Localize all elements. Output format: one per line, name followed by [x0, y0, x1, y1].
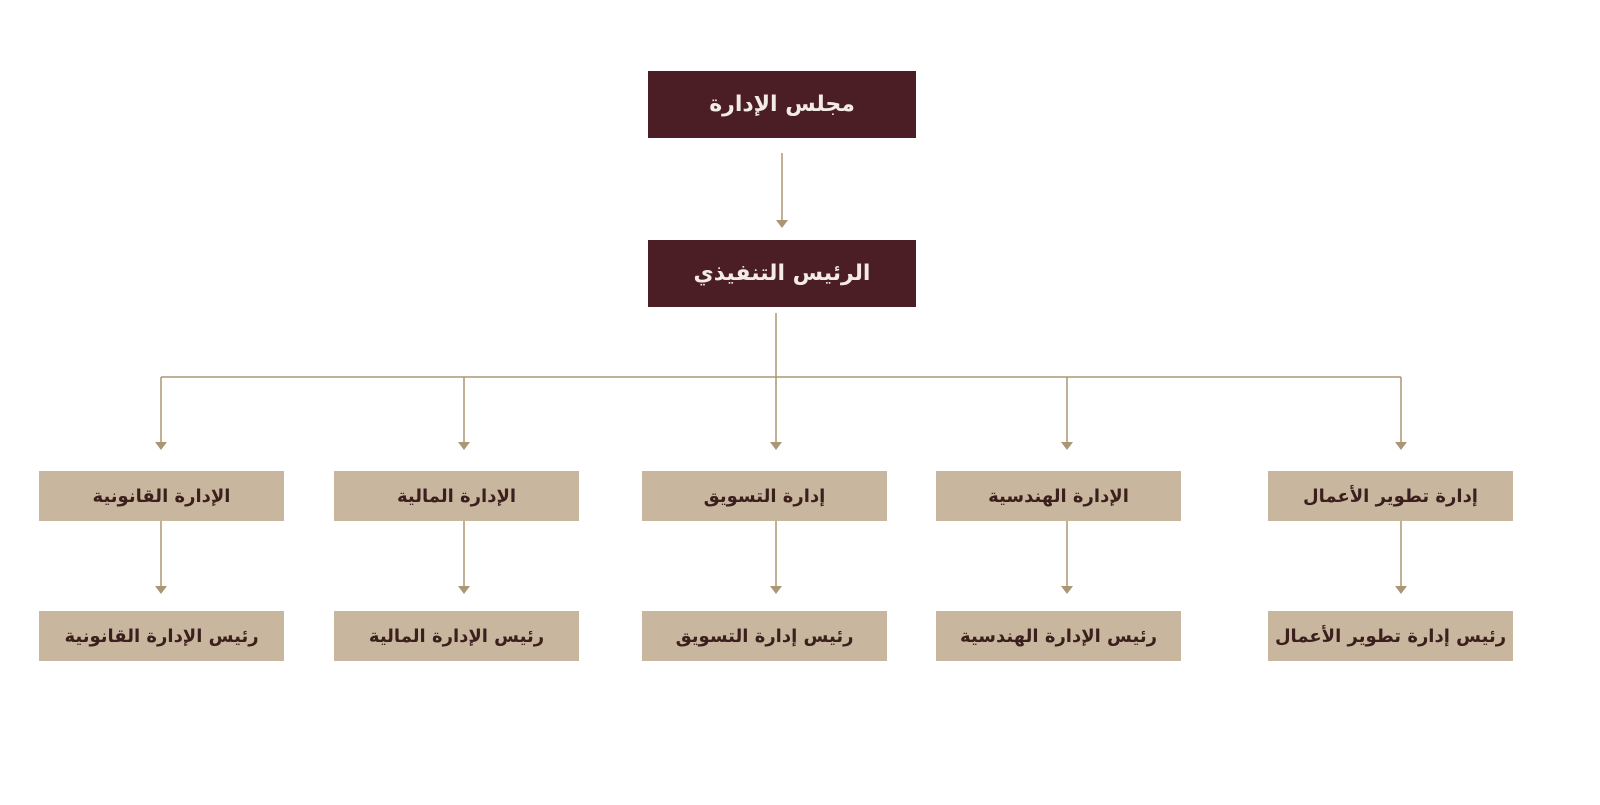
head-box-finance: رئيس الإدارة المالية: [334, 611, 579, 661]
department-box-legal: الإدارة القانونية: [39, 471, 284, 521]
head-box-marketing: رئيس إدارة التسويق: [642, 611, 887, 661]
arrow-down-icon: [1395, 442, 1407, 450]
arrow-down-icon: [776, 220, 788, 228]
head-box-legal: رئيس الإدارة القانونية: [39, 611, 284, 661]
arrow-down-icon: [155, 442, 167, 450]
department-box-marketing: إدارة التسويق: [642, 471, 887, 521]
arrow-down-icon: [1395, 586, 1407, 594]
arrow-down-icon: [155, 586, 167, 594]
arrowheads: [155, 220, 1407, 594]
arrow-down-icon: [458, 586, 470, 594]
department-box-finance: الإدارة المالية: [334, 471, 579, 521]
ceo-box: الرئيس التنفيذي: [648, 240, 916, 307]
board-box: مجلس الإدارة: [648, 71, 916, 138]
arrow-down-icon: [458, 442, 470, 450]
head-box-business-development: رئيس إدارة تطوير الأعمال: [1268, 611, 1513, 661]
department-box-engineering: الإدارة الهندسية: [936, 471, 1181, 521]
arrow-down-icon: [770, 442, 782, 450]
department-box-business-development: إدارة تطوير الأعمال: [1268, 471, 1513, 521]
arrow-down-icon: [1061, 442, 1073, 450]
head-box-engineering: رئيس الإدارة الهندسية: [936, 611, 1181, 661]
arrow-down-icon: [770, 586, 782, 594]
arrow-down-icon: [1061, 586, 1073, 594]
